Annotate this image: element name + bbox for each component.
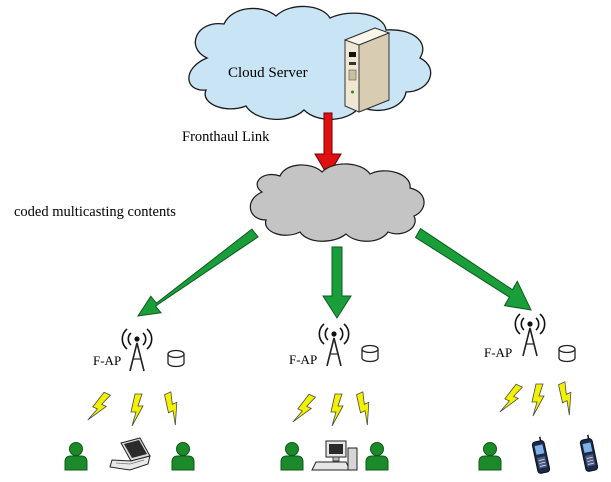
wireless-signal-icon xyxy=(531,383,545,417)
user-icon xyxy=(171,442,195,471)
cache-storage-icon xyxy=(558,344,576,363)
user-icon xyxy=(280,442,304,471)
wireless-signal-icon xyxy=(330,393,344,427)
multicast-arrow-right xyxy=(414,227,532,311)
antenna-tower-icon xyxy=(318,323,350,367)
multicast-arrow-center xyxy=(322,246,352,319)
access-point-3: F-AP xyxy=(478,313,599,475)
f-ap-label: F-AP xyxy=(484,345,512,360)
user-icon xyxy=(64,442,88,471)
desktop-computer-icon xyxy=(311,440,358,471)
cloud-server-cloud xyxy=(188,5,432,121)
access-point-2: F-AP xyxy=(280,323,389,471)
user-icon xyxy=(365,442,389,471)
f-ap-label: F-AP xyxy=(289,352,317,367)
access-point-1: F-AP xyxy=(64,328,195,471)
multicast-arrow-left xyxy=(136,228,259,317)
wireless-signal-icon xyxy=(498,382,524,418)
user-icon xyxy=(478,442,502,471)
cache-storage-icon xyxy=(167,349,185,368)
wireless-signal-icon xyxy=(160,390,186,426)
wireless-signal-icon xyxy=(352,390,378,426)
wireless-signal-icon xyxy=(291,392,317,428)
cloud-server-label: Cloud Server xyxy=(228,65,308,81)
wireless-signal-icon xyxy=(86,390,112,426)
wireless-signal-icon xyxy=(554,380,580,416)
server-icon xyxy=(343,27,391,113)
network-cloud xyxy=(249,163,425,242)
f-ap-label: F-AP xyxy=(93,353,121,368)
coded-multicasting-label: coded multicasting contents xyxy=(14,204,176,220)
mobile-phone-icon xyxy=(578,433,599,473)
wireless-signal-icon xyxy=(130,393,144,427)
laptop-icon xyxy=(109,437,151,471)
antenna-tower-icon xyxy=(121,328,153,372)
mobile-phone-icon xyxy=(530,435,551,475)
fronthaul-link-label: Fronthaul Link xyxy=(182,129,270,145)
cache-storage-icon xyxy=(361,344,379,363)
antenna-tower-icon xyxy=(514,313,546,357)
